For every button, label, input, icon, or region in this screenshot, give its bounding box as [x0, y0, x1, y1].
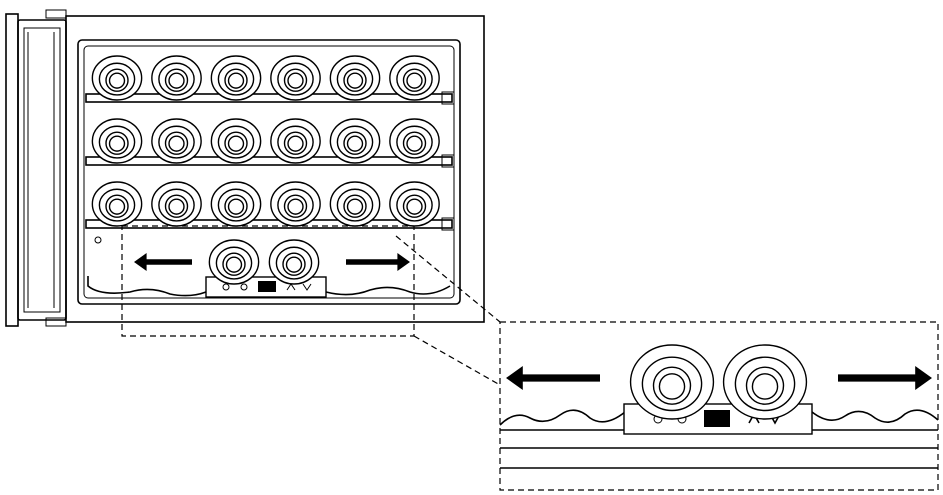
bottle-cap	[285, 256, 303, 273]
cabinet-outer	[65, 15, 485, 323]
shelf-slide	[441, 154, 455, 168]
bottle	[389, 55, 440, 101]
cabinet-inner	[77, 39, 461, 305]
display-icon	[258, 281, 276, 292]
cabinet-inner-liner	[83, 45, 455, 299]
door	[5, 9, 67, 327]
bottle-cap	[346, 72, 364, 89]
bottle	[210, 118, 262, 164]
bottle	[329, 181, 381, 227]
bottle	[210, 55, 262, 101]
zoom-connector-top	[395, 235, 501, 323]
bottle-cap	[406, 198, 423, 215]
shelf-rail	[85, 156, 453, 166]
bottle-cap	[287, 72, 304, 89]
bottle-cap	[287, 135, 304, 152]
bottle-cap	[168, 198, 185, 215]
right-arrow	[838, 366, 932, 390]
shelf-rail	[85, 219, 453, 229]
bottle	[270, 118, 321, 164]
bottle-cap	[346, 198, 364, 215]
bottle-cap	[751, 373, 779, 400]
bottle	[151, 181, 202, 227]
bottle	[91, 181, 143, 227]
display-icon	[704, 410, 730, 427]
bottle-cap	[287, 198, 304, 215]
bottle	[329, 55, 381, 101]
bottle-cap	[406, 135, 423, 152]
bottle-cap	[406, 72, 423, 89]
bottom-wave-left	[87, 276, 207, 297]
light-icon	[240, 283, 248, 291]
door-outer-edge	[5, 13, 19, 327]
bottle-cap	[108, 72, 126, 89]
power-icon	[222, 283, 230, 291]
bottle-zoom	[629, 344, 715, 420]
bottle-cap	[168, 135, 185, 152]
door-frame	[17, 19, 67, 321]
bottle	[329, 118, 381, 164]
bottle-cap	[346, 135, 364, 152]
zoom-selection-box	[121, 225, 415, 337]
bottle	[270, 181, 321, 227]
right-arrow	[346, 253, 410, 271]
bottles	[91, 55, 808, 420]
shelf-slide	[441, 91, 455, 105]
bottle-cap	[108, 135, 126, 152]
zoom-detail-box	[499, 321, 939, 491]
sensor-dot	[94, 236, 102, 244]
left-arrow	[506, 366, 600, 390]
bottle-cap	[227, 72, 245, 89]
cabinet	[65, 15, 485, 323]
zoom-wave-right	[811, 409, 939, 423]
arrows	[134, 253, 932, 390]
bottle-cap	[227, 135, 245, 152]
bottle-cap	[658, 373, 686, 400]
bottle	[389, 118, 440, 164]
bottle-cap	[227, 198, 245, 215]
door-glass	[23, 27, 61, 313]
bottle	[389, 181, 440, 227]
shelf-rail	[85, 93, 453, 103]
shelves	[85, 91, 455, 297]
bottle	[210, 181, 262, 227]
down-arrow-icon	[302, 283, 312, 291]
zoom-detail	[499, 321, 939, 491]
bottle	[270, 55, 321, 101]
bottom-wave-right	[325, 285, 451, 296]
left-arrow	[134, 253, 192, 271]
zoom-connector-bottom	[413, 335, 501, 386]
bottle-bottom	[268, 239, 320, 285]
door-hinge-top	[45, 9, 67, 19]
bottle	[91, 118, 143, 164]
shelf-slide	[441, 217, 455, 231]
bottle-bottom	[208, 239, 260, 285]
zoom-wave-left	[499, 409, 626, 426]
bottle	[151, 118, 202, 164]
bottle	[151, 55, 202, 101]
bottle-cap	[108, 198, 126, 215]
bottle-zoom	[722, 344, 808, 420]
bottle-cap	[225, 256, 243, 273]
bottle	[91, 55, 143, 101]
bottle-cap	[168, 72, 185, 89]
